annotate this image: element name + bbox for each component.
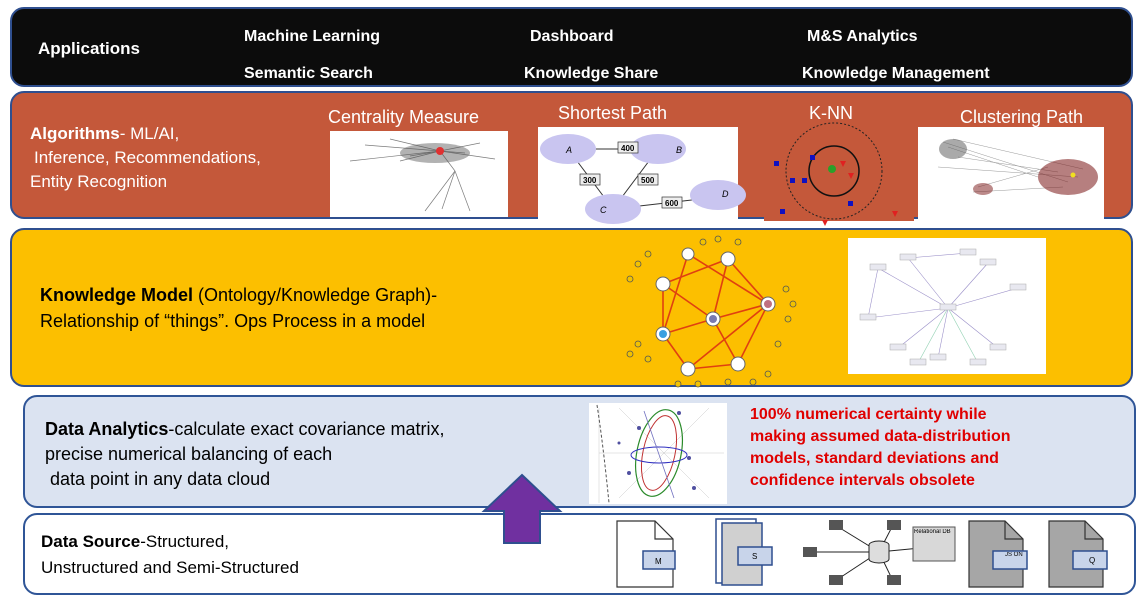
data-analytics-line2: precise numerical balancing of each: [45, 444, 333, 464]
knowledge-model-layer: Knowledge Model (Ontology/Knowledge Grap…: [10, 228, 1133, 388]
app-item-knowledge-management: Knowledge Management: [802, 65, 990, 82]
data-source-line1: -Structured,: [140, 532, 230, 551]
data-analytics-line3: data point in any data cloud: [45, 469, 271, 489]
data-analytics-line1: -calculate exact covariance matrix,: [168, 419, 445, 439]
algorithms-layer: Algorithms- ML/AI, Inference, Recommenda…: [10, 91, 1133, 226]
upward-arrow-icon: [481, 473, 563, 544]
knn-title: K-NN: [809, 103, 853, 123]
query-document-icon: Q: [1048, 520, 1108, 588]
structured-document-icon: M: [616, 520, 676, 588]
shortest-path-image: A B C D 400 300 500 600: [538, 127, 746, 224]
graph-node-a: A: [565, 145, 572, 155]
ontology-graph-image: [626, 235, 797, 388]
data-source-heading: Data Source: [41, 532, 141, 551]
graph-node-d: D: [722, 189, 729, 199]
note-line-4: confidence intervals obsolete: [750, 472, 975, 489]
graph-node-b: B: [676, 145, 682, 155]
covariance-ellipse-image: [589, 403, 727, 504]
data-analytics-note: 100% numerical certainty while making as…: [750, 404, 1010, 492]
knowledge-model-heading: Knowledge Model: [40, 285, 193, 305]
applications-layer: Applications Machine Learning Dashboard …: [10, 7, 1133, 87]
doc-label-relational-db: Relational DB: [914, 529, 951, 535]
graph-node-c: C: [600, 205, 607, 215]
knowledge-model-line2: Relationship of “things”. Ops Process in…: [40, 311, 426, 331]
clustering-path-title: Clustering Path: [960, 107, 1084, 127]
data-source-line2: Unstructured and Semi-Structured: [41, 558, 299, 577]
graph-weight-500: 500: [641, 176, 655, 185]
graph-weight-400: 400: [621, 144, 635, 153]
algorithms-line1: - ML/AI,: [119, 124, 180, 143]
json-document-icon: JS ON: [968, 520, 1028, 588]
algorithms-text: Algorithms- ML/AI, Inference, Recommenda…: [30, 122, 261, 194]
knowledge-model-text: Knowledge Model (Ontology/Knowledge Grap…: [40, 282, 437, 334]
algorithms-line2: Inference, Recommendations,: [34, 148, 261, 167]
graph-weight-300: 300: [583, 176, 597, 185]
app-item-machine-learning: Machine Learning: [244, 28, 381, 45]
knn-image: [764, 122, 914, 226]
knowledge-graph-image: [848, 238, 1046, 374]
note-line-2: making assumed data-distribution: [750, 428, 1011, 445]
centrality-measure-title: Centrality Measure: [328, 107, 480, 127]
clustering-path-image: [918, 127, 1104, 219]
doc-label-q: Q: [1089, 556, 1095, 565]
applications-heading: Applications: [38, 39, 141, 58]
semi-structured-document-icon: S: [715, 518, 773, 586]
algorithms-heading: Algorithms: [30, 124, 120, 143]
app-item-knowledge-share: Knowledge Share: [524, 65, 659, 82]
data-source-text: Data Source-Structured, Unstructured and…: [41, 529, 299, 581]
doc-label-json: JS ON: [1005, 552, 1023, 558]
doc-label-m: M: [655, 557, 662, 566]
algorithms-line3: Entity Recognition: [30, 172, 168, 191]
data-source-layer: Data Source-Structured, Unstructured and…: [23, 513, 1136, 595]
data-analytics-layer: Data Analytics-calculate exact covarianc…: [23, 395, 1136, 508]
knowledge-model-line1: (Ontology/Knowledge Graph)-: [193, 285, 438, 305]
data-analytics-heading: Data Analytics: [45, 419, 169, 439]
data-analytics-text: Data Analytics-calculate exact covarianc…: [45, 417, 445, 492]
app-item-semantic-search: Semantic Search: [244, 65, 373, 82]
centrality-measure-image: [330, 131, 508, 217]
doc-label-s: S: [752, 552, 757, 561]
shortest-path-title: Shortest Path: [558, 103, 668, 123]
note-line-3: models, standard deviations and: [750, 450, 999, 467]
graph-weight-600: 600: [665, 199, 679, 208]
relational-db-icon: Relational DB: [803, 520, 956, 585]
note-line-1: 100% numerical certainty while: [750, 406, 987, 423]
app-item-ms-analytics: M&S Analytics: [807, 28, 918, 45]
app-item-dashboard: Dashboard: [530, 28, 614, 45]
